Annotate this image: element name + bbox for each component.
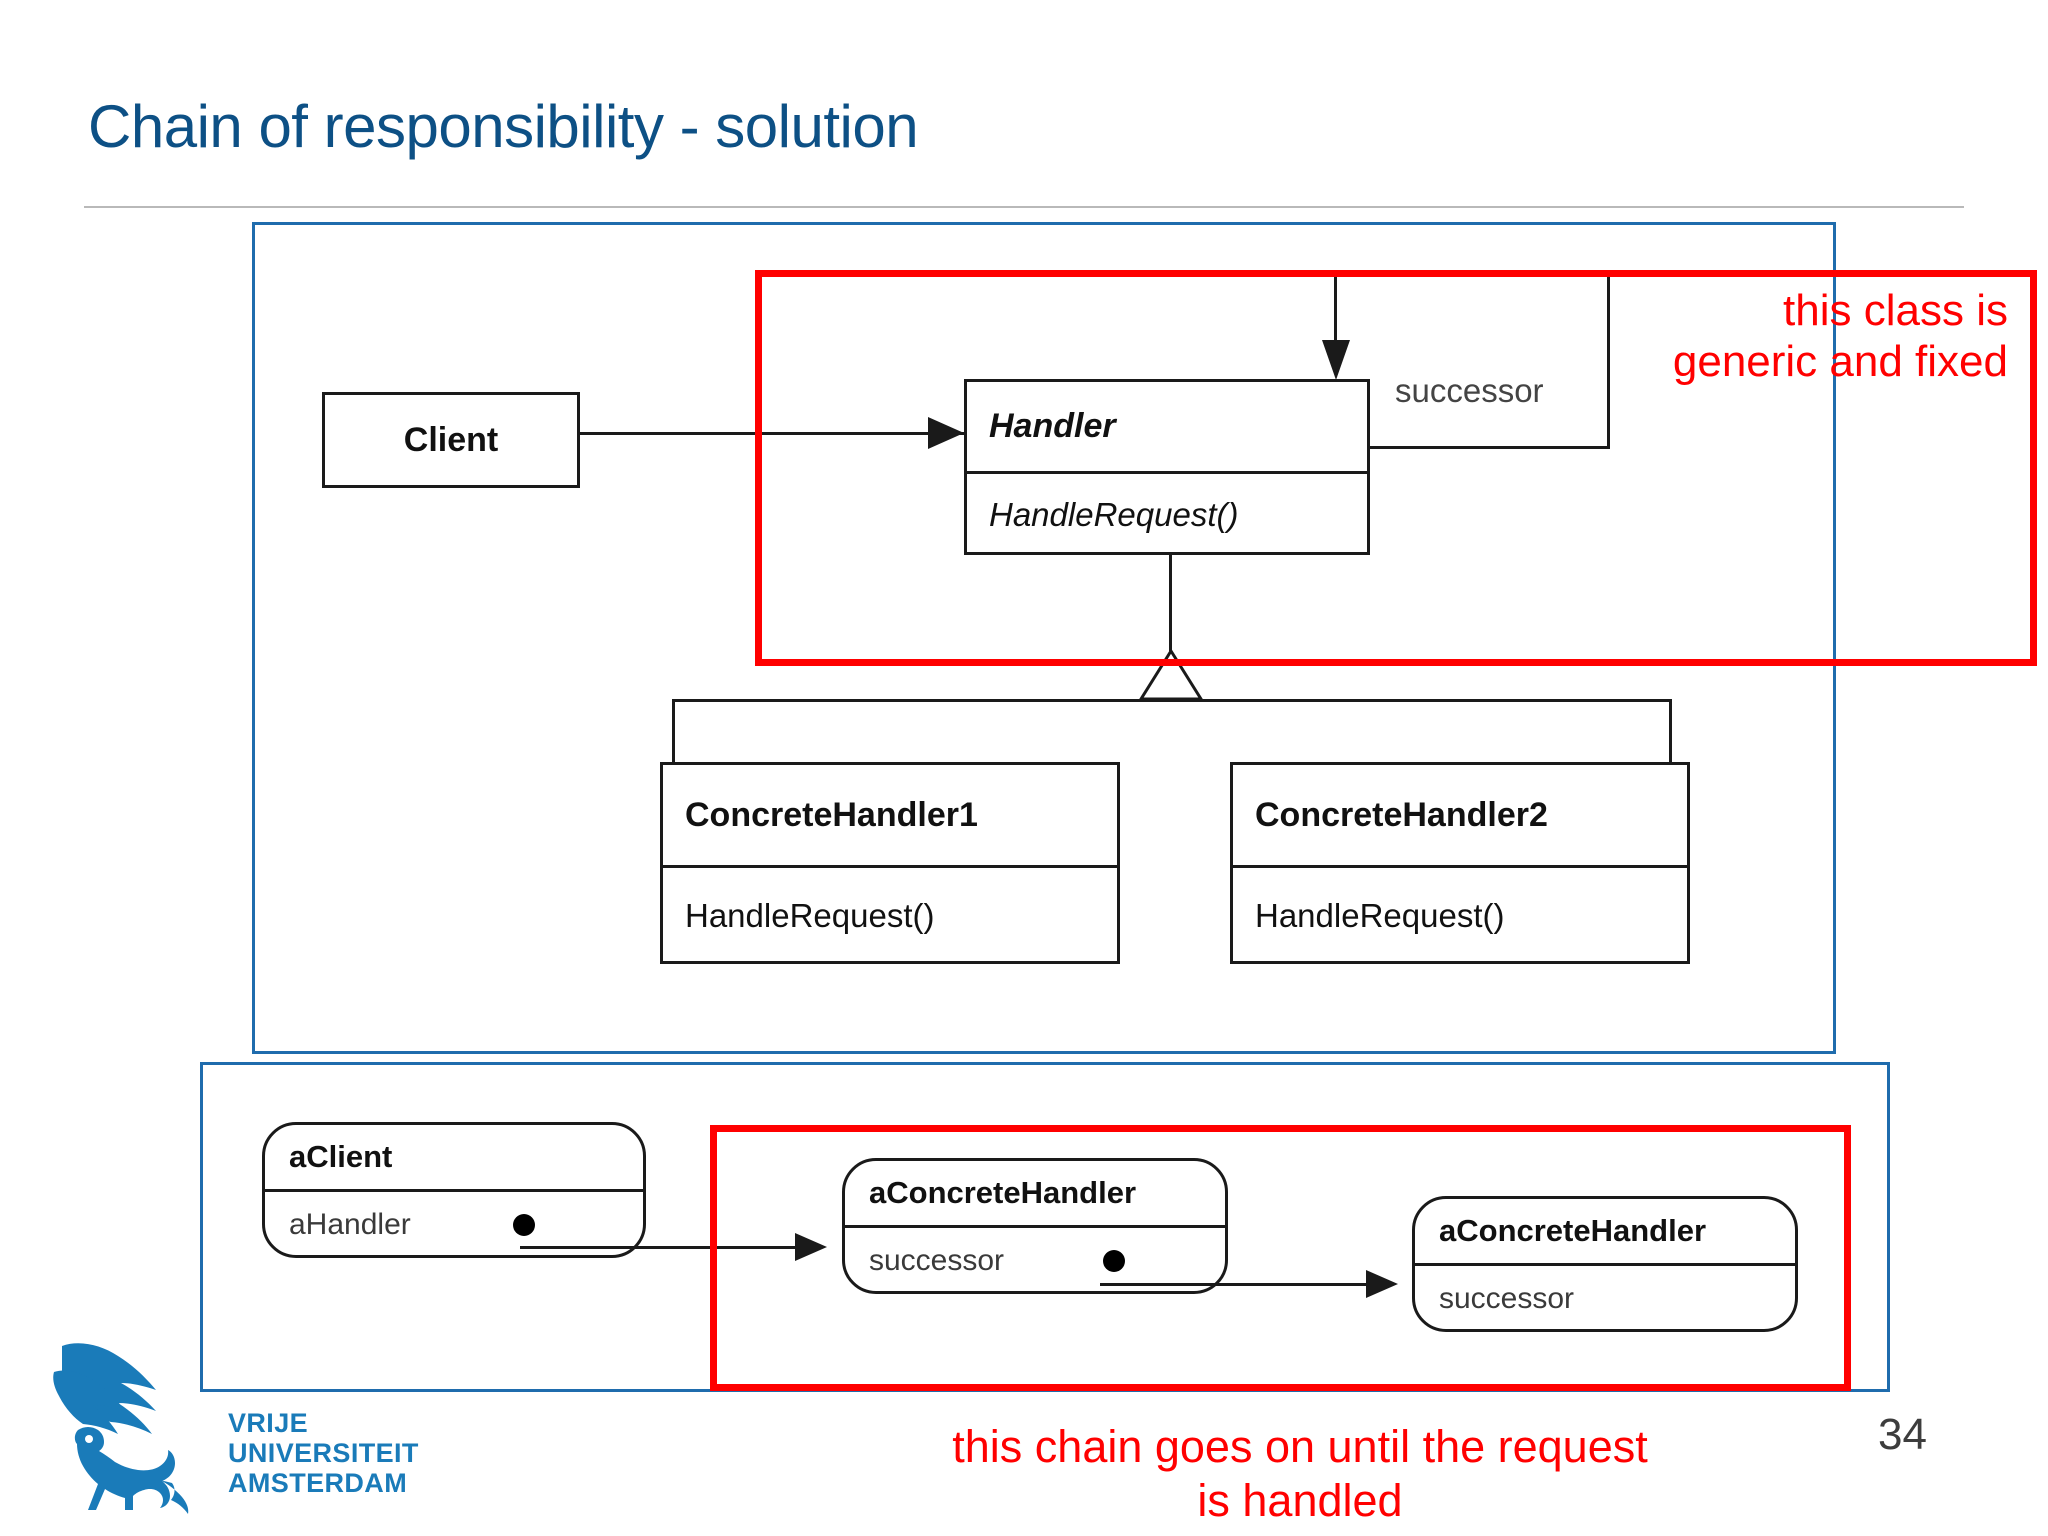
successor-role-label: successor [1395, 372, 1544, 409]
class-handler-name: Handler [989, 407, 1116, 445]
vu-wordmark: VRIJE UNIVERSITEIT AMSTERDAM [228, 1408, 419, 1499]
page-number: 34 [1878, 1410, 1927, 1459]
link-dot-icon [1103, 1250, 1125, 1272]
class-concretehandler1-name: ConcreteHandler1 [685, 795, 978, 834]
title-divider [84, 206, 1964, 208]
object-aconcretehandler-right-attribute-row: successor [1415, 1263, 1795, 1329]
generalization-stem [1169, 555, 1172, 651]
generalization-bar [672, 699, 1672, 702]
link-dot-icon [513, 1214, 535, 1236]
uml-object-aconcretehandler-right: aConcreteHandler successor [1412, 1196, 1798, 1332]
class-concretehandler2-operation: HandleRequest() [1233, 865, 1687, 964]
generalization-drop-right [1669, 699, 1672, 764]
arrowhead-icon [1366, 1270, 1398, 1298]
object-aclient-attribute-row: aHandler [265, 1189, 643, 1255]
association-client-handler [580, 432, 964, 435]
class-handler-operation: HandleRequest() [967, 471, 1367, 555]
vu-wordmark-line1: VRIJE [228, 1408, 309, 1438]
class-concretehandler1-operation: HandleRequest() [663, 865, 1117, 964]
object-aclient-attribute: aHandler [289, 1208, 411, 1241]
uml-class-handler: Handler HandleRequest() [964, 379, 1370, 555]
arrowhead-icon [1322, 340, 1350, 380]
vu-wordmark-line2: UNIVERSITEIT [228, 1438, 419, 1469]
highlight-box-chain [710, 1125, 1851, 1391]
successor-association-leg [1334, 274, 1337, 356]
annotation-chain-note: this chain goes on until the request is … [952, 1421, 1648, 1526]
vu-logo [48, 1338, 468, 1518]
uml-class-client: Client [322, 392, 580, 488]
vu-wordmark-line3: AMSTERDAM [228, 1468, 408, 1499]
uml-class-concretehandler1: ConcreteHandler1 HandleRequest() [660, 762, 1120, 964]
annotation-handler-note: this class is generic and fixed [1672, 286, 2008, 387]
link-aclient-to-handler [520, 1246, 820, 1249]
object-aconcretehandler-middle-name: aConcreteHandler [869, 1175, 1137, 1210]
page-title: Chain of responsibility - solution [88, 93, 919, 160]
class-diagram-frame [252, 222, 1836, 1054]
generalization-drop-left [672, 699, 675, 764]
object-aconcretehandler-middle-attribute-row: successor [845, 1225, 1225, 1291]
object-aconcretehandler-right-name: aConcreteHandler [1439, 1213, 1707, 1248]
object-aconcretehandler-right-attribute: successor [1439, 1282, 1575, 1315]
highlight-box-handler [755, 270, 2037, 666]
class-concretehandler2-name: ConcreteHandler2 [1255, 795, 1548, 834]
class-client-name: Client [403, 420, 499, 459]
uml-object-aclient: aClient aHandler [262, 1122, 646, 1258]
uml-object-aconcretehandler-middle: aConcreteHandler successor [842, 1158, 1228, 1294]
object-aconcretehandler-middle-attribute: successor [869, 1244, 1005, 1277]
link-handler-to-successor [1100, 1283, 1390, 1286]
griffin-logo-icon [53, 1343, 189, 1514]
uml-class-concretehandler2: ConcreteHandler2 HandleRequest() [1230, 762, 1690, 964]
arrowhead-icon [928, 417, 964, 449]
object-aclient-name: aClient [289, 1139, 393, 1174]
arrowhead-icon [795, 1233, 827, 1261]
